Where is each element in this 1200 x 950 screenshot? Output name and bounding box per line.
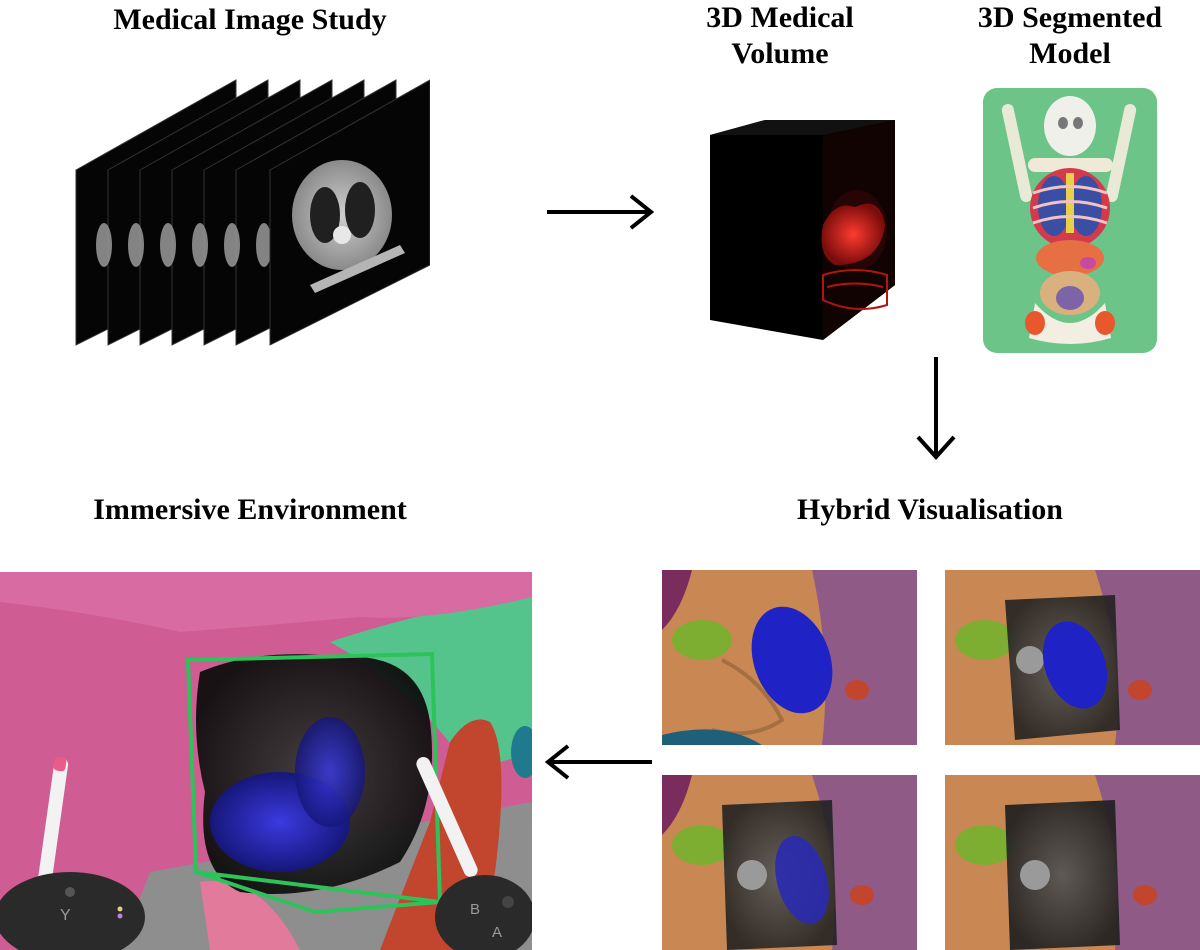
- segmented-model-title-line1: 3D Segmented: [977, 1, 1163, 34]
- volume-render-smoke: [196, 654, 432, 894]
- medical-volume-title: 3D Medical Volume: [680, 0, 880, 72]
- arrow-left: [544, 744, 652, 780]
- left-vr-controller: Y: [0, 756, 145, 950]
- immersive-environment-title: Immersive Environment: [93, 493, 407, 526]
- ct-slice-front: [269, 79, 430, 346]
- rib-cage: [1030, 168, 1110, 248]
- medical-image-study-title: Medical Image Study: [113, 3, 387, 36]
- ct-slice-stack: [75, 79, 430, 346]
- arrow-right: [547, 194, 655, 230]
- tumour-mesh: [751, 606, 833, 714]
- medical-volume-title-line1: 3D Medical: [706, 1, 854, 34]
- hybrid-panel-segmented: [662, 570, 917, 745]
- hybrid-panel-volume-faint-tumour: [662, 775, 917, 950]
- controller-button-y: Y: [60, 907, 71, 924]
- volume-red-organs: [821, 190, 888, 310]
- hybrid-visualisation-title: Hybrid Visualisation: [797, 493, 1063, 526]
- medical-volume-title-line2: Volume: [731, 37, 829, 70]
- ct-slice-slivers: [96, 223, 272, 267]
- controller-button-b: B: [470, 901, 480, 918]
- segmented-model-title: 3D Segmented Model: [960, 0, 1180, 72]
- controller-button-a: A: [492, 924, 502, 941]
- segmented-model-title-line2: Model: [1029, 37, 1111, 70]
- kidney-mesh: [672, 620, 732, 660]
- arrow-down: [916, 357, 956, 460]
- immersive-environment-scene: Y B A: [0, 572, 532, 950]
- hybrid-panel-volume-only: [945, 775, 1200, 950]
- right-vr-controller: B A: [416, 757, 532, 950]
- hybrid-panel-volume-with-tumour: [945, 570, 1200, 745]
- medical-volume-cube: [710, 120, 895, 340]
- segmented-model: [983, 88, 1157, 353]
